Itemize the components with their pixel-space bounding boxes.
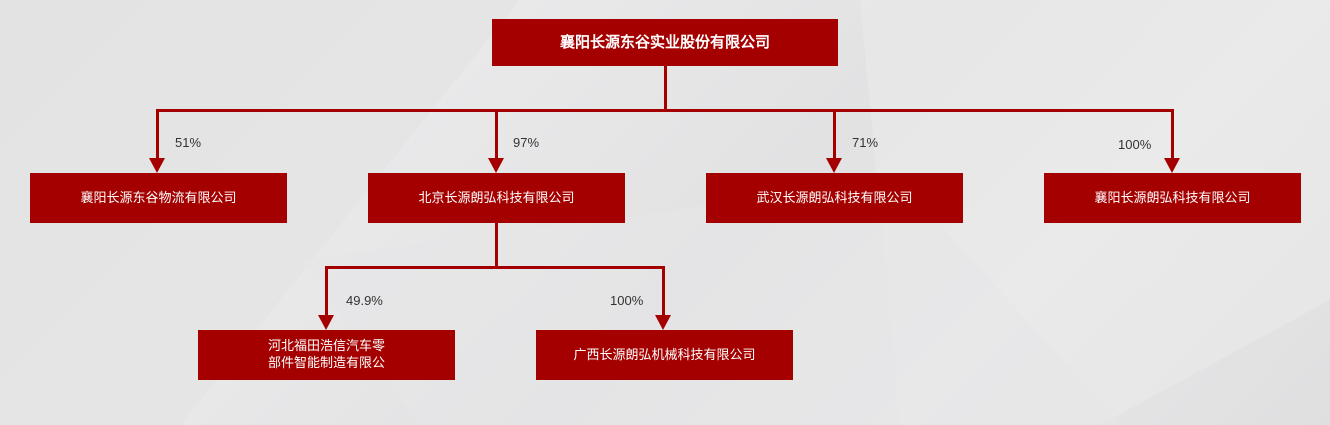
level1-drop-line-4: [1171, 109, 1174, 159]
share-label: 51%: [175, 135, 202, 150]
level2-drop-line-2: [662, 266, 665, 316]
arrow-down-icon: [488, 158, 504, 173]
root-company-label: 襄阳长源东谷实业股份有限公司: [559, 33, 770, 51]
share-label: 100%: [1118, 137, 1152, 152]
level1-drop-line-1: [156, 109, 159, 159]
level1-drop-line-3: [833, 109, 836, 159]
level2-drop-line-1: [325, 266, 328, 316]
subsidiary-node[interactable]: 北京长源朗弘科技有限公司: [368, 173, 625, 223]
subsidiary-label: 襄阳长源朗弘科技有限公司: [1094, 190, 1251, 206]
subsidiary-label: 襄阳长源东谷物流有限公司: [80, 190, 237, 206]
subsidiary-label: 北京长源朗弘科技有限公司: [418, 190, 575, 206]
subsidiary-node[interactable]: 武汉长源朗弘科技有限公司: [706, 173, 963, 223]
level1-bus-line: [156, 109, 1174, 112]
subsidiary-node[interactable]: 襄阳长源东谷物流有限公司: [30, 173, 287, 223]
level2-bus-line: [325, 266, 665, 269]
subsidiary-label: 武汉长源朗弘科技有限公司: [756, 190, 913, 206]
level1-drop-line-2: [495, 109, 498, 159]
share-label: 49.9%: [346, 293, 383, 308]
subsidiary-node[interactable]: 襄阳长源朗弘科技有限公司: [1044, 173, 1301, 223]
arrow-down-icon: [1164, 158, 1180, 173]
arrow-down-icon: [149, 158, 165, 173]
root-stem-line: [664, 66, 667, 111]
root-company-node[interactable]: 襄阳长源东谷实业股份有限公司: [492, 19, 838, 66]
arrow-down-icon: [318, 315, 334, 330]
share-label: 97%: [513, 135, 540, 150]
share-label: 100%: [610, 293, 644, 308]
share-label: 71%: [852, 135, 879, 150]
arrow-down-icon: [826, 158, 842, 173]
subsidiary-label: 广西长源朗弘机械科技有限公司: [573, 347, 756, 363]
subsidiary-label: 河北福田浩信汽车零 部件智能制造有限公: [267, 339, 385, 371]
subsidiary-node[interactable]: 广西长源朗弘机械科技有限公司: [536, 330, 793, 380]
level2-stem-line: [495, 223, 498, 268]
subsidiary-node[interactable]: 河北福田浩信汽车零 部件智能制造有限公: [198, 330, 455, 380]
arrow-down-icon: [655, 315, 671, 330]
